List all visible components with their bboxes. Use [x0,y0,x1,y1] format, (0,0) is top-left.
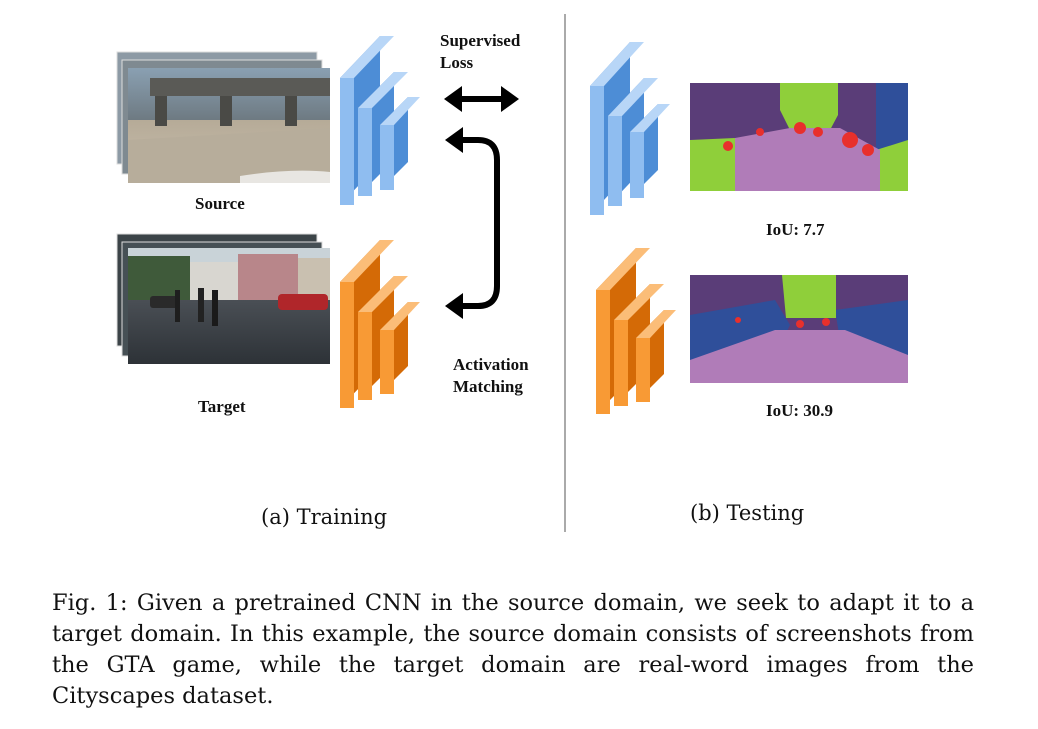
activation-matching-line2: Matching [453,377,523,396]
supervised-loss-arrow [444,86,519,112]
source-segmentation-map [690,83,908,191]
source-cnn-training [340,36,420,205]
source-image [128,68,330,183]
target-cnn-testing [596,248,676,414]
supervised-loss-line1: Supervised [440,31,521,50]
testing-subcaption: (b) Testing [690,501,805,525]
figure-canvas [116,14,908,532]
activation-matching-arrow [445,127,500,319]
target-label: Target [198,397,246,416]
activation-matching-line1: Activation [453,355,529,374]
target-segmentation-map [690,275,908,383]
source-image-stack [116,51,330,183]
source-iou-label: IoU: 7.7 [766,220,825,239]
supervised-loss-line2: Loss [440,53,474,72]
target-image [128,248,330,364]
target-image-stack [116,233,330,364]
target-cnn-training [340,240,420,408]
figure-caption: Fig. 1: Given a pretrained CNN in the so… [52,590,974,709]
target-iou-label: IoU: 30.9 [766,401,834,420]
supervised-loss-label: Supervised Loss [440,30,520,74]
activation-matching-label: Activation Matching [453,354,529,398]
training-subcaption: (a) Training [261,505,388,529]
source-label: Source [195,194,245,213]
source-cnn-testing [590,42,670,215]
